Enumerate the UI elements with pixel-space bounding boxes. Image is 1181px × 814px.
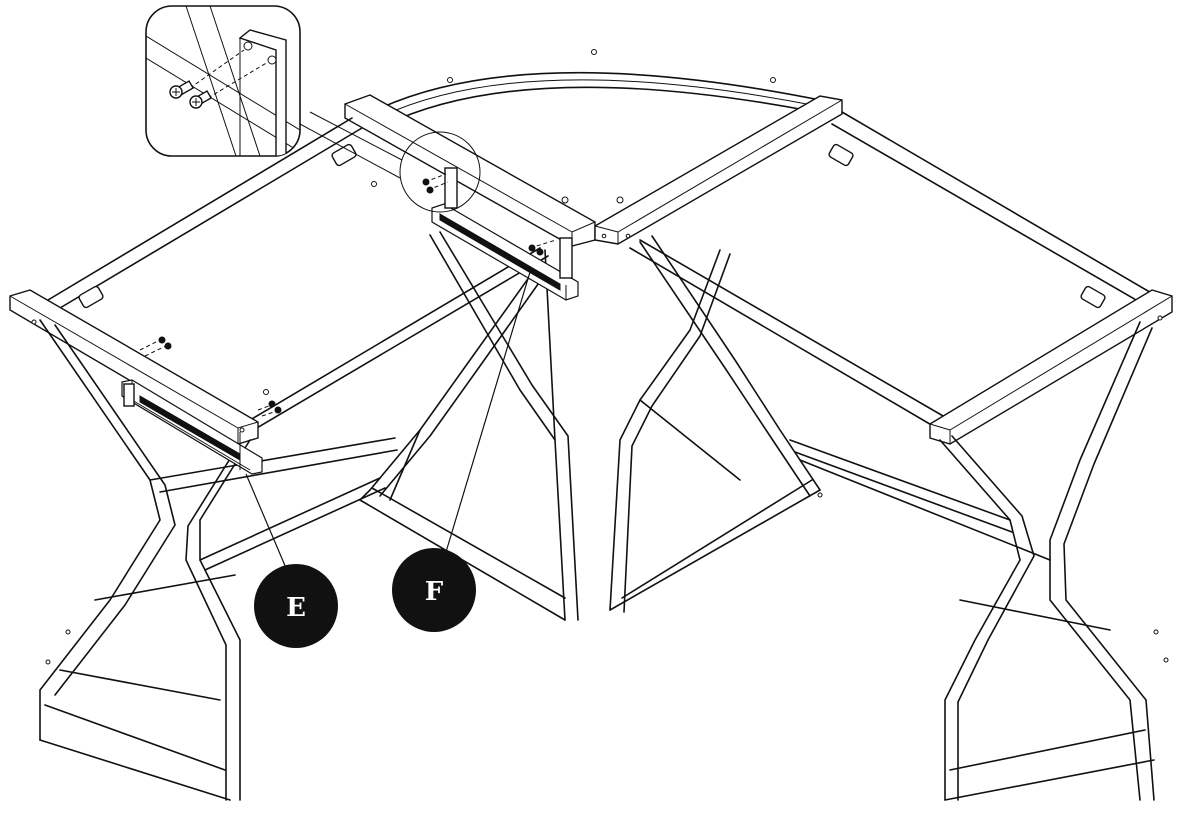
- rail-f: [431, 167, 579, 301]
- callout-e: E: [245, 473, 338, 648]
- corner-top-beams: [344, 94, 843, 247]
- inset-screw-1: [169, 80, 195, 99]
- rail-e: [121, 379, 263, 475]
- callout-e-label: E: [286, 593, 306, 623]
- rail-f-screws: [422, 173, 557, 256]
- callout-f-label: F: [425, 577, 444, 607]
- rail-e-screws: [139, 336, 282, 417]
- inset-screw-2: [189, 90, 213, 109]
- left-end-beam: [9, 289, 259, 445]
- left-desk-frame: [47, 117, 549, 433]
- right-leg-frame: [789, 321, 1169, 801]
- left-leg-frame: [39, 319, 398, 801]
- callout-f: F: [392, 271, 531, 632]
- right-end-beam: [929, 289, 1173, 445]
- detail-marker-circle: [299, 111, 481, 213]
- right-desk-frame: [629, 111, 1161, 431]
- center-right-leg-frame: [609, 235, 823, 613]
- inset-detail: [145, 5, 301, 157]
